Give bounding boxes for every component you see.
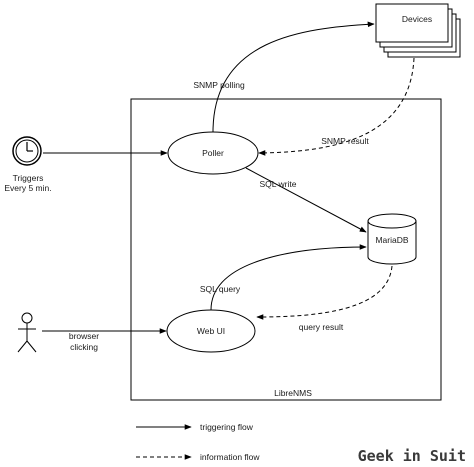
- legend-triggering-label: triggering flow: [200, 422, 254, 432]
- container-label: LibreNMS: [274, 388, 312, 398]
- snmp-result-label: SNMP result: [321, 136, 369, 146]
- sql-query-arrow: [210, 244, 367, 311]
- browser-label-line1: browser: [69, 331, 99, 341]
- webui-label: Web UI: [197, 326, 225, 336]
- legend-information-label: information flow: [200, 452, 260, 462]
- devices-label: Devices: [402, 14, 432, 24]
- sql-write-label: SQL write: [259, 179, 296, 189]
- sql-write-arrow: [245, 167, 367, 233]
- trigger-label-line1: Triggers: [13, 173, 44, 183]
- poller-label: Poller: [202, 148, 224, 158]
- mariadb-node: MariaDB: [367, 213, 417, 265]
- trigger-label-line2: Every 5 min.: [4, 183, 51, 193]
- browser-label-line2: clicking: [70, 342, 98, 352]
- snmp-result-arrow: [258, 57, 415, 156]
- watermark: Geek in Suit: [358, 447, 466, 465]
- mariadb-label: MariaDB: [375, 235, 408, 245]
- librenms-container: [130, 98, 442, 401]
- clock-icon: [12, 136, 42, 166]
- query-result-label: query result: [299, 322, 344, 332]
- snmp-polling-label: SNMP polling: [193, 80, 245, 90]
- query-result-arrow: [256, 265, 393, 320]
- sql-query-label: SQL query: [200, 284, 241, 294]
- devices-stack: Devices: [375, 3, 461, 58]
- user-icon: [17, 312, 37, 353]
- snmp-polling-arrow: [212, 21, 375, 133]
